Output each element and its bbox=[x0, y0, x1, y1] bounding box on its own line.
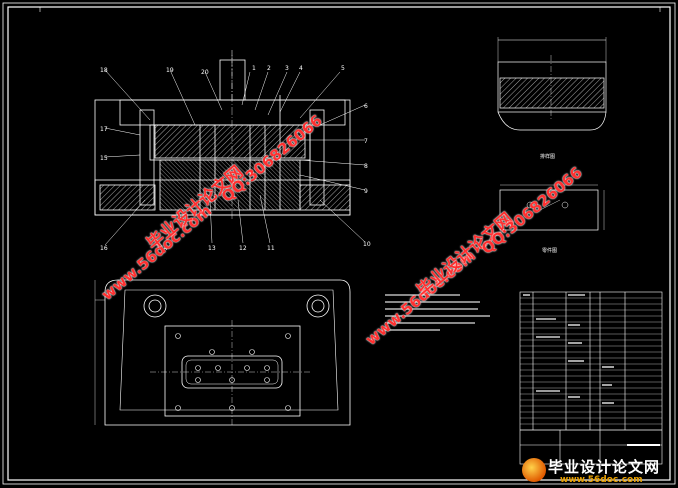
part-label-2: 2 bbox=[267, 65, 271, 72]
workpiece-view-title: 零件图 bbox=[542, 247, 557, 254]
part-label-13: 13 bbox=[208, 245, 216, 252]
assembly-section-view bbox=[94, 50, 366, 246]
workpiece-view bbox=[499, 184, 605, 231]
brand-url: www.56doc.com bbox=[560, 475, 643, 485]
part-label-19: 19 bbox=[166, 67, 174, 74]
brand-logo-icon bbox=[522, 458, 546, 482]
part-label-5: 5 bbox=[341, 65, 345, 72]
part-label-15: 15 bbox=[100, 155, 108, 162]
part-label-10: 10 bbox=[363, 241, 371, 248]
bom-table bbox=[519, 291, 663, 465]
part-label-8: 8 bbox=[364, 163, 368, 170]
part-label-1: 1 bbox=[252, 65, 256, 72]
brand-name: 毕业设计论文网 bbox=[548, 458, 661, 476]
part-label-11: 11 bbox=[267, 245, 275, 252]
part-label-14: 14 bbox=[160, 245, 168, 252]
part-label-12: 12 bbox=[239, 245, 247, 252]
part-label-4: 4 bbox=[299, 65, 303, 72]
blank-view bbox=[497, 37, 607, 131]
technical-notes-block bbox=[385, 294, 490, 331]
part-number-labels: 1 2 3 4 5 6 7 8 9 10 11 12 13 14 15 16 1… bbox=[100, 65, 371, 252]
part-label-6: 6 bbox=[364, 103, 368, 110]
part-label-7: 7 bbox=[364, 138, 368, 145]
part-label-3: 3 bbox=[285, 65, 289, 72]
part-label-20: 20 bbox=[201, 69, 209, 76]
part-label-9: 9 bbox=[364, 188, 368, 195]
part-label-17: 17 bbox=[100, 126, 108, 133]
blank-view-title: 排样图 bbox=[540, 153, 555, 160]
part-label-18: 18 bbox=[100, 67, 108, 74]
brand-watermark: 毕业设计论文网 www.56doc.com bbox=[520, 454, 678, 488]
die-plan-view bbox=[94, 279, 351, 426]
bom-table-cells bbox=[523, 294, 614, 404]
part-label-16: 16 bbox=[100, 245, 108, 252]
